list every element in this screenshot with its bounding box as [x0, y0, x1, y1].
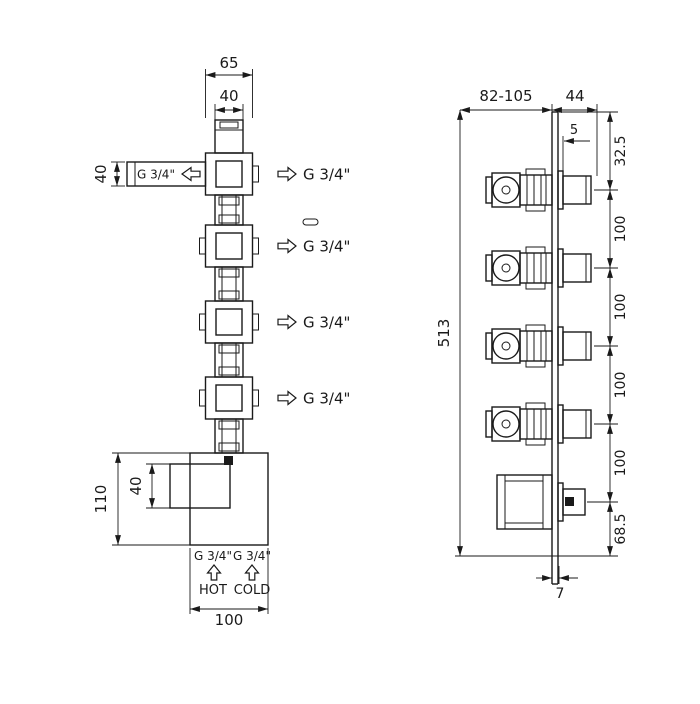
- side-dim-depth: 82-105: [460, 87, 553, 113]
- left-flow-arrow-icon: [180, 166, 201, 182]
- dim-label-100-2: 100: [613, 294, 629, 321]
- dim-label-110: 110: [92, 485, 110, 514]
- side-view: 82-105 44 5: [435, 87, 629, 602]
- valve-body-2: [199, 224, 259, 268]
- dim-label-lever-40: 40: [92, 164, 110, 183]
- dim-label-513: 513: [435, 319, 453, 348]
- plug-mark: [302, 218, 319, 226]
- right-flow-arrow-icon: [277, 314, 297, 330]
- right-flow-arrow-icon: [277, 390, 297, 406]
- outlet-port-label: G 3/4": [303, 314, 350, 332]
- front-view: 65 40: [92, 54, 350, 629]
- dim-label-100-bottom: 100: [215, 611, 244, 629]
- dim-label-100-1: 100: [613, 216, 629, 243]
- right-flow-arrow-icon: [277, 166, 297, 182]
- mounting-plate: [551, 111, 559, 585]
- dim-label-68-5: 68.5: [613, 513, 629, 544]
- column-connector-1: [214, 194, 244, 226]
- top-stem: [214, 119, 244, 154]
- side-dim-bottom-offset: 7: [536, 566, 578, 602]
- lever-port-label: G 3/4": [137, 168, 175, 182]
- dim-label-100-3: 100: [613, 372, 629, 399]
- dim-label-44: 44: [565, 87, 584, 105]
- valve-body-3: [199, 300, 259, 344]
- outlet-label-2: G 3/4": [277, 238, 350, 256]
- side-valve-1: [485, 168, 592, 212]
- column-connector-4: [214, 418, 244, 454]
- side-dim-handle-depth: 44: [552, 87, 598, 176]
- front-dim-box-inner: 40: [127, 463, 170, 509]
- column-connector-2: [214, 266, 244, 302]
- stop-button: [565, 497, 574, 506]
- outlet-port-label: G 3/4": [303, 238, 350, 256]
- side-dim-chain: 32.5 100 100 100 100 68.5: [455, 111, 629, 557]
- front-dim-top-width: 65: [205, 54, 253, 118]
- side-valve-3: [485, 324, 592, 368]
- lever: G 3/4": [126, 161, 207, 187]
- up-flow-arrow-icon: [244, 564, 260, 581]
- inlet-port-hot-label: G 3/4": [194, 549, 232, 563]
- outlet-label-3: G 3/4": [277, 314, 350, 332]
- column-connector-3: [214, 342, 244, 378]
- valve-body-1: [204, 152, 259, 196]
- mixer-box: [169, 452, 269, 546]
- front-dim-box-height: 110: [92, 452, 190, 546]
- dim-label-65: 65: [219, 54, 238, 72]
- right-flow-arrow-icon: [277, 238, 297, 254]
- dim-label-100-4: 100: [613, 450, 629, 477]
- valve-body-4: [199, 376, 259, 420]
- dim-label-40-box: 40: [127, 476, 145, 495]
- dim-label-7: 7: [556, 586, 565, 602]
- outlet-label-1: G 3/4": [277, 166, 350, 184]
- front-dim-lever: 40: [92, 161, 125, 187]
- inlet-labels: G 3/4" G 3/4" HOT COLD: [194, 549, 271, 598]
- side-valve-2: [485, 246, 592, 290]
- hot-label: HOT: [199, 583, 227, 598]
- outlet-port-label: G 3/4": [303, 166, 350, 184]
- dim-label-5: 5: [570, 123, 578, 138]
- side-valve-4: [485, 402, 592, 446]
- set-screw: [224, 456, 233, 465]
- dim-label-depth: 82-105: [479, 87, 532, 105]
- dim-label-32-5: 32.5: [613, 135, 629, 166]
- inlet-port-cold-label: G 3/4": [233, 549, 271, 563]
- outlet-port-label: G 3/4": [303, 390, 350, 408]
- side-dim-plate-thickness: 5: [562, 123, 590, 171]
- front-dim-bottom-width: 100: [189, 548, 269, 629]
- outlet-label-4: G 3/4": [277, 390, 350, 408]
- cold-label: COLD: [234, 583, 271, 598]
- up-flow-arrow-icon: [206, 564, 222, 581]
- dim-label-40-top: 40: [219, 87, 238, 105]
- side-thermostat-box: [496, 474, 586, 530]
- front-dim-top-inner: 40: [214, 87, 244, 124]
- side-dim-overall: 513: [435, 110, 463, 556]
